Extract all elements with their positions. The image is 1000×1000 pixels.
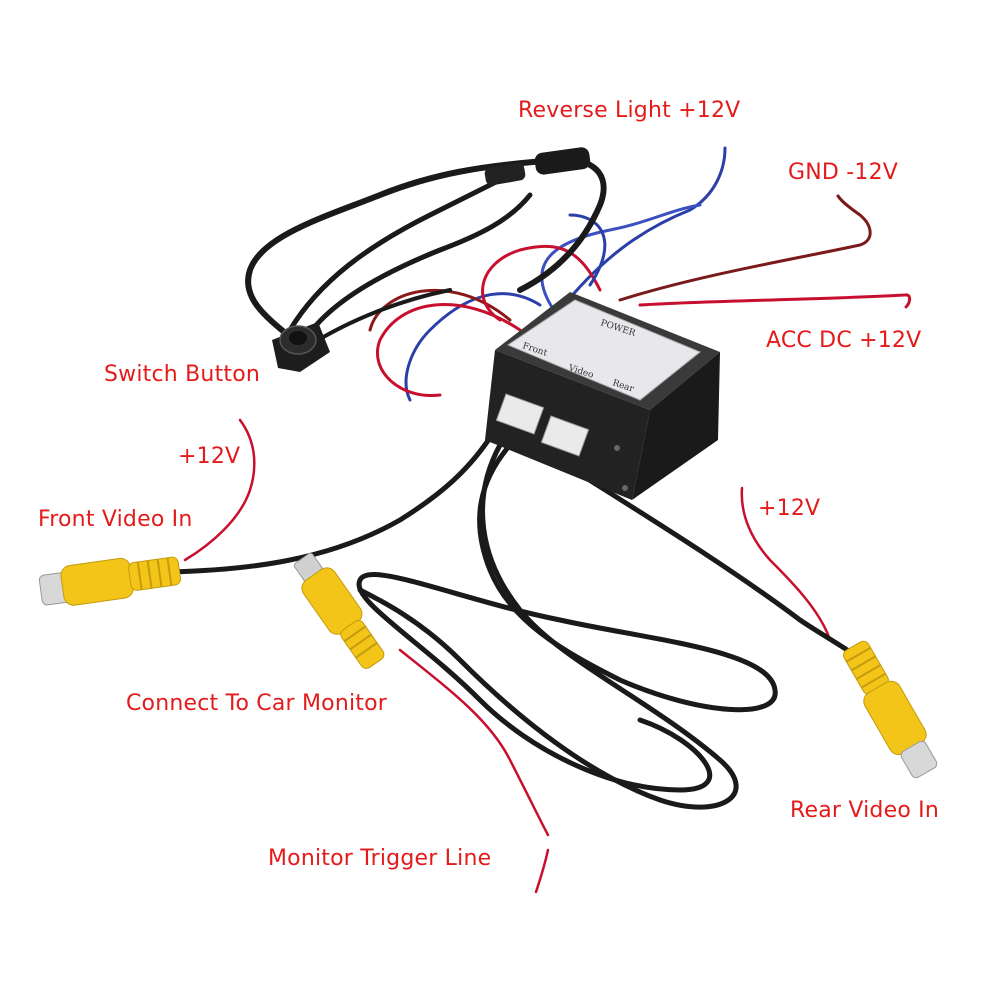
monitor-rca-connector <box>293 552 385 669</box>
inline-connector <box>484 147 591 186</box>
rear-power-label: +12V <box>758 496 821 521</box>
front-rca-connector <box>38 556 181 606</box>
switch-button <box>272 322 330 372</box>
rear-video-label: Rear Video In <box>790 798 940 823</box>
monitor-label: Connect To Car Monitor <box>126 691 388 716</box>
black-cables <box>167 156 863 810</box>
acc-label: ACC DC +12V <box>766 328 922 353</box>
rear-video-cable <box>547 452 863 663</box>
switch-button-label: Switch Button <box>104 362 261 387</box>
trigger-label: Monitor Trigger Line <box>268 846 492 871</box>
monitor-cable <box>356 442 778 793</box>
box-sticker <box>506 299 701 401</box>
control-box: POWER Front Video Rear <box>485 292 720 500</box>
acc-wire <box>638 293 912 309</box>
front-video-cable <box>167 427 498 575</box>
switch-cable <box>245 156 607 348</box>
rear-power-wire <box>740 486 832 642</box>
gnd-wire <box>618 194 872 302</box>
trigger-wire <box>398 648 550 837</box>
reverse-light-label: Reverse Light +12V <box>518 98 741 123</box>
front-power-label: +12V <box>178 444 241 469</box>
rear-rca-connector <box>843 640 938 779</box>
gnd-label: GND -12V <box>788 160 899 185</box>
front-video-label: Front Video In <box>38 507 193 532</box>
front-power-wire <box>183 418 256 562</box>
